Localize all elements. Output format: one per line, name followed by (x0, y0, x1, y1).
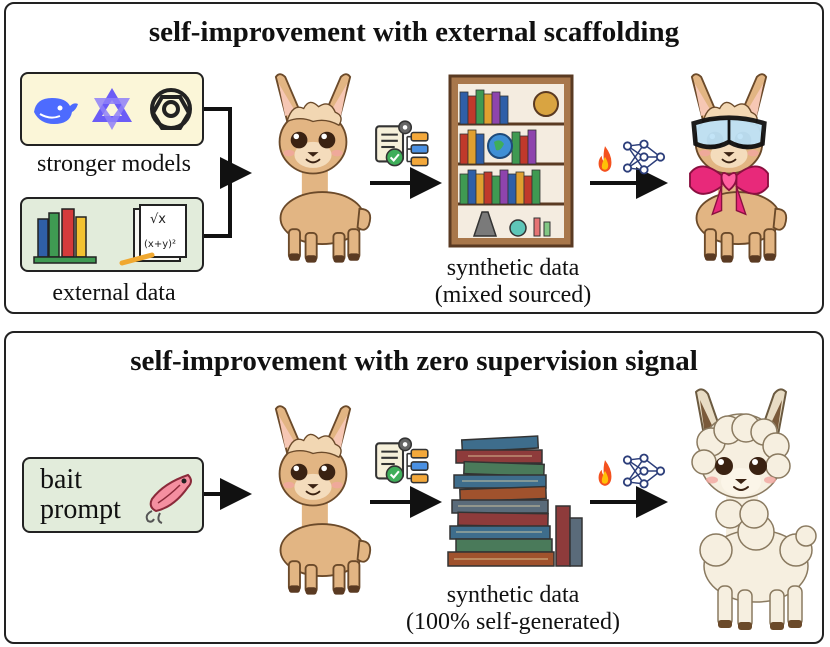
deepseek-whale-icon (34, 98, 78, 124)
top-panel-title: self-improvement with external scaffoldi… (148, 16, 680, 48)
math-worksheet-icon: √x (x+y)² (119, 204, 187, 266)
neural-network-icon (622, 453, 666, 489)
fire-icon (598, 460, 612, 486)
llama-base-bottom (274, 405, 372, 596)
bookshelf-icon (448, 74, 574, 248)
openai-logo-icon (150, 88, 192, 130)
top-synthetic-data-label-line2: (mixed sourced) (434, 282, 592, 308)
bait-prompt-box: bait prompt (22, 457, 204, 533)
stronger-models-label: stronger models (37, 151, 191, 177)
llama-fluffy-bottom (691, 388, 817, 630)
bottom-synthetic-data-label-line1: synthetic data (446, 582, 580, 608)
stronger-models-box (20, 72, 204, 146)
top-synthetic-data-label-line1: synthetic data (446, 255, 580, 281)
llama-improved-top (689, 73, 788, 264)
bottom-panel-title: self-improvement with zero supervision s… (130, 345, 698, 377)
external-data-box: √x (x+y)² (20, 197, 204, 272)
data-processing-icon-bottom (375, 437, 429, 484)
tongyi-logo-icon (92, 88, 132, 130)
fishing-lure-icon (145, 473, 192, 524)
prompt-label: prompt (40, 494, 121, 525)
bottom-synthetic-data-label-line2: (100% self-generated) (406, 609, 620, 635)
bait-label: bait (40, 464, 82, 495)
external-data-label: external data (52, 280, 176, 306)
worksheet-line-2: (x+y)² (144, 239, 176, 250)
worksheet-line-1: √x (150, 212, 166, 227)
book-stack-icon (447, 435, 583, 567)
books-icon (33, 208, 97, 264)
